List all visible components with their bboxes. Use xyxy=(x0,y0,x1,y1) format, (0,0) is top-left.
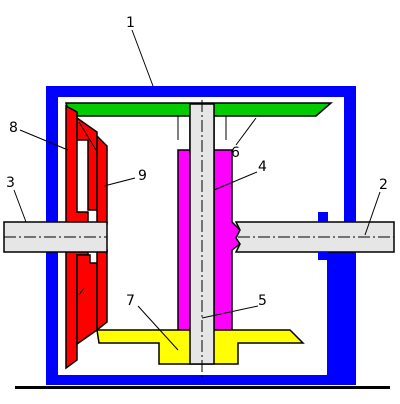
right-seal-bottom xyxy=(318,252,328,260)
leader-7 xyxy=(137,305,179,351)
leader-6 xyxy=(235,117,257,146)
label-2: 2 xyxy=(379,177,388,193)
label-4: 4 xyxy=(258,159,267,175)
label-6: 6 xyxy=(231,145,240,161)
red-disc-detail-bottom xyxy=(78,287,85,296)
red-disc-detail-top xyxy=(78,121,97,151)
leader-9 xyxy=(103,177,136,187)
magenta-disc-right xyxy=(213,149,242,331)
leader-8 xyxy=(19,129,69,151)
ground-line xyxy=(15,386,390,389)
label-9: 9 xyxy=(138,168,147,184)
leader-1 xyxy=(131,29,154,87)
label-8: 8 xyxy=(9,120,18,136)
right-seal-top xyxy=(318,212,328,222)
leader-2 xyxy=(364,191,381,236)
label-1: 1 xyxy=(126,15,135,31)
label-7: 7 xyxy=(126,293,135,309)
leader-3 xyxy=(13,189,27,223)
magenta-disc-left xyxy=(177,149,191,331)
leader-5 xyxy=(201,305,259,319)
label-5: 5 xyxy=(258,293,267,309)
red-disc-upper xyxy=(76,116,98,211)
leader-4 xyxy=(213,171,258,191)
red-disc-lower xyxy=(76,254,98,346)
label-3: 3 xyxy=(6,175,15,191)
